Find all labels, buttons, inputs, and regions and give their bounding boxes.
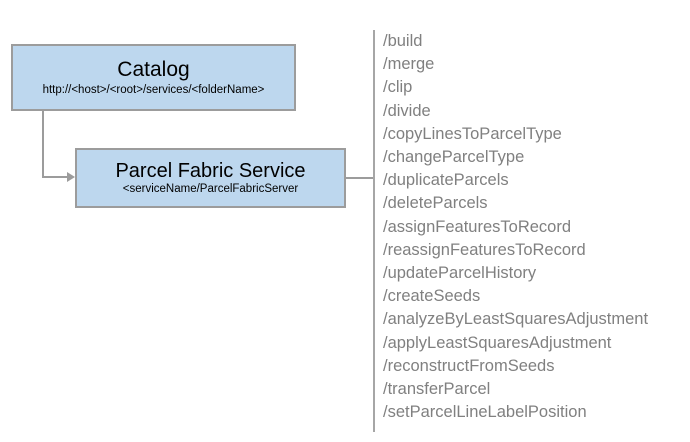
operation-list-item[interactable]: /build bbox=[383, 32, 423, 50]
connector-catalog-horizontal bbox=[42, 176, 69, 178]
operation-list-item[interactable]: /setParcelLineLabelPosition bbox=[383, 403, 587, 422]
connector-service-to-operations bbox=[346, 177, 374, 179]
node-catalog-title: Catalog bbox=[117, 58, 190, 82]
operation-list-item[interactable]: /duplicateParcels bbox=[383, 171, 509, 190]
arrow-head-icon bbox=[67, 172, 75, 182]
operation-list-item[interactable]: /assignFeaturesToRecord bbox=[383, 217, 572, 236]
operation-list-item[interactable]: /changeParcelType bbox=[383, 148, 525, 167]
operation-list-item[interactable]: /merge bbox=[383, 55, 435, 74]
operation-list-item[interactable]: /divide bbox=[383, 101, 431, 120]
operation-list-item[interactable]: /copyLinesToParcelType bbox=[383, 124, 562, 143]
operations-list: /build/merge/clip/divide/copyLinesToParc… bbox=[383, 30, 648, 424]
connector-catalog-vertical bbox=[42, 111, 44, 178]
operation-list-item[interactable]: /deleteParcels bbox=[383, 194, 488, 213]
operation-list-item[interactable]: /applyLeastSquaresAdjustment bbox=[383, 333, 612, 352]
node-service-path: <serviceName/ParcelFabricServer bbox=[122, 183, 299, 196]
operation-list-item[interactable]: /clip bbox=[383, 78, 413, 97]
operation-list-item[interactable]: /transferParcel bbox=[383, 380, 491, 399]
node-service-title: Parcel Fabric Service bbox=[115, 160, 306, 183]
operation-list-item[interactable]: /createSeeds bbox=[383, 287, 481, 306]
node-catalog[interactable]: Catalog http://<host>/<root>/services/<f… bbox=[11, 44, 296, 111]
operation-list-item[interactable]: /reassignFeaturesToRecord bbox=[383, 240, 586, 259]
node-parcel-fabric-service[interactable]: Parcel Fabric Service <serviceName/Parce… bbox=[75, 148, 346, 208]
operation-list-item[interactable]: /analyzeByLeastSquaresAdjustment bbox=[383, 310, 649, 329]
operations-panel: /build/merge/clip/divide/copyLinesToParc… bbox=[373, 30, 648, 432]
operation-list-item[interactable]: /updateParcelHistory bbox=[383, 264, 537, 283]
operation-list-item[interactable]: /reconstructFromSeeds bbox=[383, 356, 555, 375]
node-catalog-url: http://<host>/<root>/services/<folderNam… bbox=[42, 84, 265, 97]
